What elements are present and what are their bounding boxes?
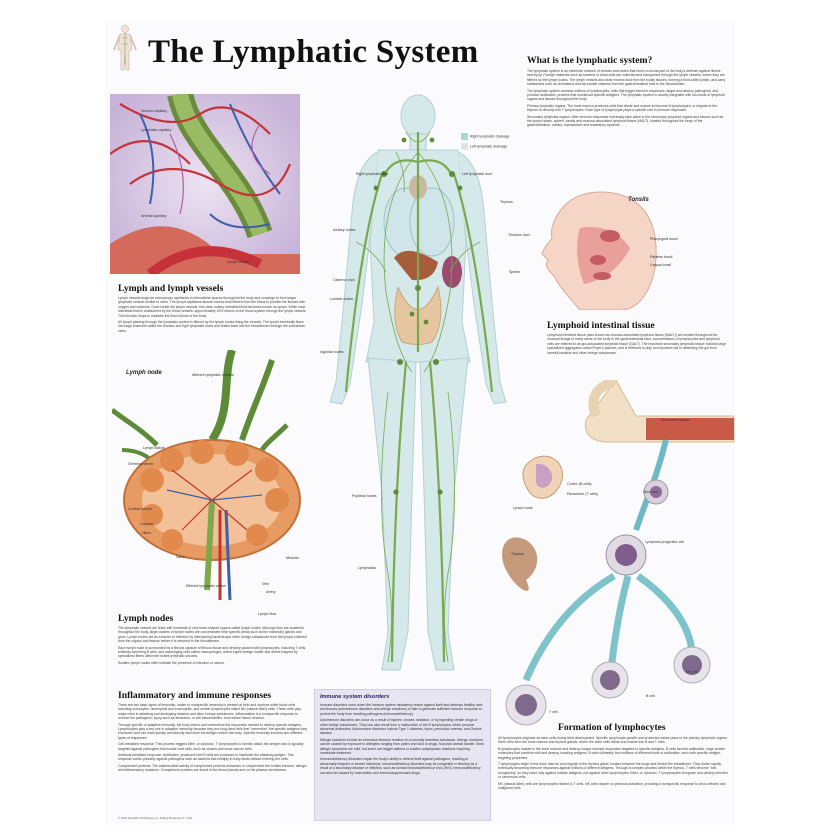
what-is-paragraph: Primary lymphatic organs: The bone marro…	[527, 103, 718, 113]
inflammatory-text: There are two basic types of immunity: i…	[118, 703, 308, 775]
legend-right-swatch	[461, 133, 468, 140]
legend-left: Left lymphatic drainage	[461, 143, 510, 150]
copyright-notice: © 2010 Scientific Publishing Ltd., Rolli…	[118, 816, 193, 820]
label-medulla: Medulla	[286, 556, 299, 560]
lymph-vessels-paragraph: All lymph passing through the lymphatic …	[118, 320, 305, 333]
heading-inflammatory: Inflammatory and immune responses	[118, 690, 272, 701]
label-venous-capillary: Venous capillary	[141, 109, 168, 113]
intestinal-text: Lymphoid intestinal tissue (also known a…	[547, 333, 727, 357]
label-inguinal-nodes: Inguinal nodes	[320, 350, 344, 354]
heading-lymph-vessels: Lymph and lymph vessels	[118, 283, 224, 294]
formation-paragraph: B lymphocytes mature in the bone marrow …	[498, 746, 726, 760]
label-red-bone-marrow: Red bone marrow	[661, 418, 690, 422]
label-stem-cell: Stem cell	[643, 490, 658, 494]
label-vein: Vein	[262, 582, 269, 586]
what-is-paragraph: Secondary lymphatic organs: After immune…	[527, 114, 724, 128]
label-lymph-vessel: Lymph vessel	[227, 260, 249, 264]
label-b-cell: B cell	[646, 694, 655, 698]
formation-paragraph: T lymphocytes begin in the bone marrow a…	[498, 762, 728, 780]
immune-disorders-panel: Immune system disorders Immune disorders…	[314, 689, 491, 821]
disorders-paragraph: Immunodeficiency disorders impair the bo…	[320, 757, 481, 775]
label-lymph-flow: Lymph flow	[258, 612, 277, 616]
lymph-nodes-paragraph: Each lymph node is surrounded by a fibro…	[118, 645, 307, 659]
label-cortex: Cortex (B cells)	[567, 482, 592, 486]
label-progenitor-cell: Lymphoid progenitor cell	[645, 540, 685, 544]
label-lymph-node-formation: Lymph node	[513, 506, 533, 510]
disorders-paragraph: Allergic reactions involve an excessive …	[320, 737, 484, 756]
inflammatory-paragraph: There are two basic types of immunity: i…	[118, 703, 301, 721]
lymph-node-illustration	[112, 350, 301, 601]
lymph-nodes-paragraph: The lymphatic vessels are lined with hun…	[118, 626, 307, 644]
label-hilum: Hilum	[142, 531, 152, 535]
label-capsule: Capsule	[140, 522, 154, 526]
inflammatory-paragraph: Cell-mediated response: This process tri…	[118, 742, 304, 751]
label-germinal: Germinal center	[128, 462, 154, 466]
label-cortical: Cortical nodule	[128, 507, 152, 511]
label-spleen: Spleen	[509, 270, 521, 274]
inflammatory-paragraph: Through specific or adaptive immunity, t…	[118, 722, 308, 740]
heading-lymph-nodes: Lymph nodes	[118, 613, 174, 624]
formation-paragraph: All lymphocytes originate as stem cells …	[498, 736, 728, 745]
label-popliteal-nodes: Popliteal nodes	[352, 494, 377, 498]
lymph-vessels-paragraph: Lymph vessels begin as microscopic capil…	[118, 296, 307, 318]
inflammatory-paragraph: Complement proteins: The antimicrobial a…	[118, 763, 308, 773]
label-left-duct: Left lymphatic duct	[462, 172, 492, 176]
lymph-nodes-text: The lymphatic vessels are lined with hun…	[118, 626, 308, 667]
label-thoracic-duct: Thoracic duct	[508, 233, 530, 237]
legend-right-label: Right lymphatic drainage	[470, 134, 510, 139]
label-lingual: Lingual tonsil	[650, 263, 671, 267]
label-lymph-capillary: Lymphatic capillary	[141, 128, 172, 132]
tonsils-title: Tonsils	[628, 197, 649, 203]
label-efferent: Efferent lymphatic vessel	[186, 584, 226, 588]
label-thymus-figure: Thymus	[500, 200, 513, 204]
disorders-paragraph: Immune disorders occur when the immune s…	[320, 703, 483, 716]
label-paracortex: Paracortex (T cells)	[567, 492, 599, 496]
heading-formation: Formation of lymphocytes	[558, 722, 666, 733]
what-is-paragraph: The lymphatic system contains millions o…	[527, 88, 725, 102]
disorders-paragraph: Autoimmune disorders can occur as a resu…	[320, 718, 483, 736]
tonsils-illustration	[541, 191, 657, 310]
disorders-text: Immune disorders occur when the immune s…	[315, 703, 490, 775]
label-t-cell: T cell	[549, 710, 558, 714]
what-is-text: The lymphatic system is an extensive net…	[527, 69, 727, 130]
body-lymphatic-figure	[329, 94, 507, 671]
disorders-heading: Immune system disorders	[320, 694, 390, 700]
label-arterial-capillary: Arterial capillary	[141, 214, 167, 218]
lymphocyte-formation-diagram	[502, 380, 735, 726]
label-valve: Valve	[176, 555, 185, 559]
heading-intestinal: Lymphoid intestinal tissue	[547, 320, 655, 331]
lymph-capillary-illustration	[110, 94, 300, 274]
intestinal-paragraph: Lymphoid intestinal tissue (also known a…	[547, 333, 727, 355]
formation-text: All lymphocytes originate as stem cells …	[498, 736, 728, 792]
legend-left-swatch	[461, 143, 468, 150]
lymph-nodes-paragraph: Swollen lymph nodes often indicate the p…	[118, 660, 225, 665]
what-is-paragraph: The lymphatic system is an extensive net…	[527, 69, 726, 87]
formation-paragraph: NK (natural killer) cells are lymphocyte…	[498, 781, 726, 791]
label-thymus-formation: Thymus	[511, 552, 524, 556]
label-lymphatics: Lymphatics	[358, 566, 377, 570]
label-follicle: Lymph follicle	[143, 446, 165, 450]
inflammatory-paragraph: Antibody-mediated response: Antibodies, …	[118, 753, 294, 762]
legend-right: Right lymphatic drainage	[461, 133, 510, 140]
label-lumbar-nodes: Lumbar nodes	[330, 297, 353, 301]
lymph-node-title: Lymph node	[126, 370, 162, 376]
legend-left-label: Left lymphatic drainage	[470, 144, 508, 149]
label-palatine: Palatine tonsil	[650, 255, 673, 259]
label-afferent: Afferent lymphatic vessels	[192, 373, 234, 377]
heading-what-is: What is the lymphatic system?	[527, 55, 653, 66]
lymph-vessels-text: Lymph vessels begin as microscopic capil…	[118, 296, 308, 335]
mini-body-icon	[113, 25, 137, 71]
label-artery: Artery	[266, 590, 276, 594]
drainage-legend: Right lymphatic drainage Left lymphatic …	[461, 133, 510, 153]
label-axillary-nodes: Axillary nodes	[333, 228, 356, 232]
label-pharyngeal: Pharyngeal tonsil	[650, 237, 678, 241]
page-title: The Lymphatic System	[148, 34, 479, 70]
label-nk-cell: NK cell	[686, 670, 698, 674]
label-right-duct: Right lymphatic duct	[356, 172, 389, 176]
label-cisterna-chyli: Cisterna chyli	[333, 278, 355, 282]
